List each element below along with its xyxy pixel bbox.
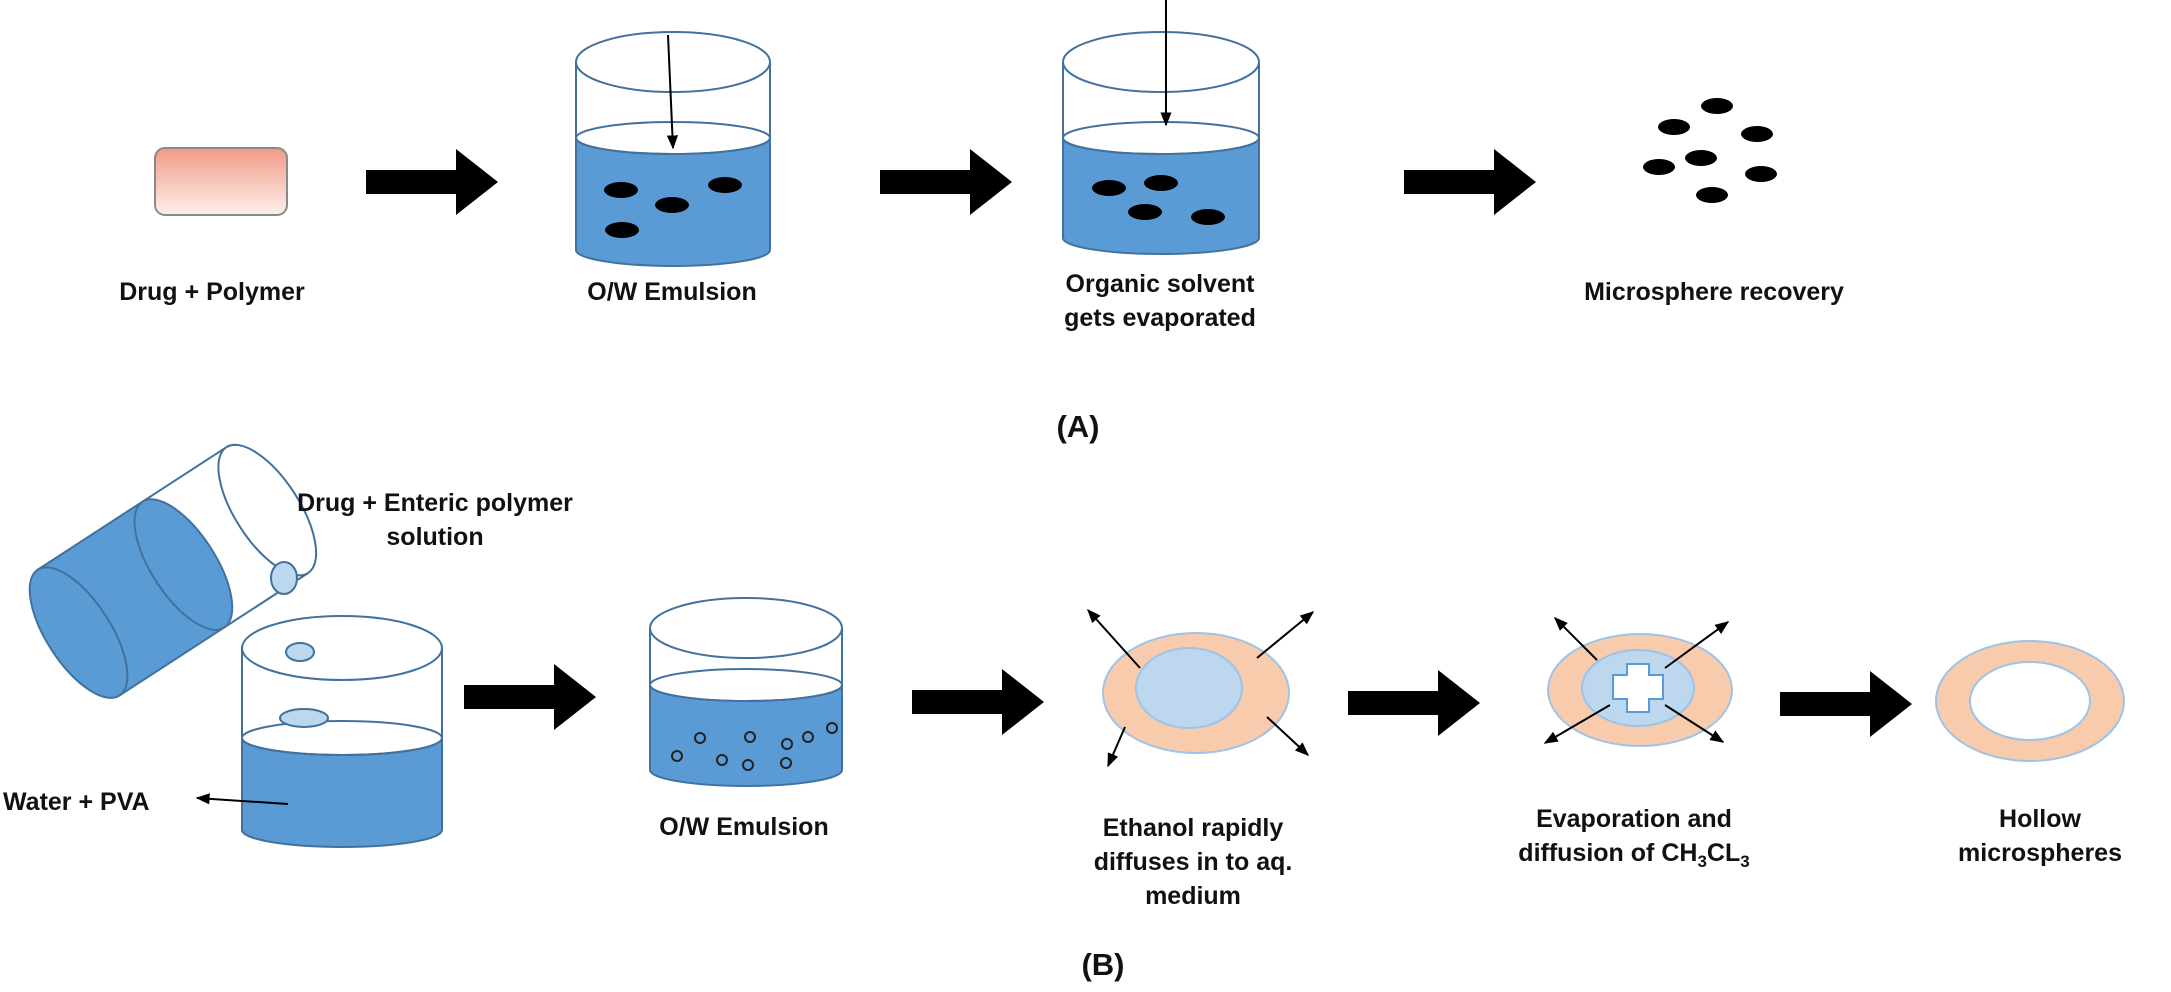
label-evaporation-line2: diffusion of CH3CL3 [1518, 839, 1749, 871]
formula-subscript-1: 3 [1697, 852, 1706, 871]
pouring-drop [270, 561, 298, 595]
process-arrow-a1 [366, 149, 498, 215]
label-solvent-evaporated-line2: gets evaporated [1064, 304, 1256, 332]
label-drug-enteric-line2: solution [386, 523, 483, 551]
droplet [708, 177, 742, 193]
droplet [655, 197, 689, 213]
process-arrow-b1 [464, 664, 596, 730]
recovered-microspheres [1643, 98, 1777, 203]
panel-label-a: (A) [1056, 409, 1099, 444]
label-hollow-line1: Hollow [1999, 805, 2081, 833]
process-arrow-b4 [1780, 671, 1912, 737]
beaker-ow-emulsion-a [575, 31, 771, 267]
label-evaporation-line1: Evaporation and [1536, 805, 1732, 833]
beaker-evaporation-a [1062, 0, 1260, 255]
panel-label-b: (B) [1081, 947, 1124, 982]
label-ethanol-line2: diffuses in to aq. [1094, 848, 1293, 876]
label-drug-enteric-line1: Drug + Enteric polymer [297, 489, 573, 517]
beaker-water-pva [241, 615, 443, 848]
process-arrow-a2 [880, 149, 1012, 215]
particle [1092, 180, 1126, 196]
ethanol-diffusion-particle [1087, 608, 1315, 768]
droplet [604, 182, 638, 198]
particle [1144, 175, 1178, 191]
particle [1191, 209, 1225, 225]
label-drug-polymer: Drug + Polymer [119, 278, 305, 306]
process-arrow-b2 [912, 669, 1044, 735]
formula-prefix: diffusion of CH [1518, 839, 1697, 867]
formula-mid: CL [1707, 839, 1740, 867]
label-ow-emulsion-b: O/W Emulsion [659, 813, 828, 841]
process-arrow-b3 [1348, 670, 1480, 736]
label-hollow-line2: microspheres [1958, 839, 2122, 867]
pointer-water-pva [195, 793, 289, 805]
evaporation-particle [1543, 617, 1733, 747]
label-ow-emulsion-a: O/W Emulsion [587, 278, 756, 306]
label-microsphere-recovery: Microsphere recovery [1584, 278, 1844, 306]
label-water-pva: Water + PVA [3, 788, 150, 816]
hollow-microsphere [1935, 640, 2125, 762]
formula-subscript-2: 3 [1740, 852, 1749, 871]
beaker-ow-emulsion-b [649, 597, 843, 787]
particle [1128, 204, 1162, 220]
label-ethanol-line3: medium [1145, 882, 1241, 910]
droplet [605, 222, 639, 238]
drug-polymer-block [154, 147, 288, 216]
pouring-beaker [28, 443, 318, 699]
process-arrow-a3 [1404, 149, 1536, 215]
label-ethanol-line1: Ethanol rapidly [1103, 814, 1284, 842]
label-solvent-evaporated-line1: Organic solvent [1066, 270, 1256, 298]
